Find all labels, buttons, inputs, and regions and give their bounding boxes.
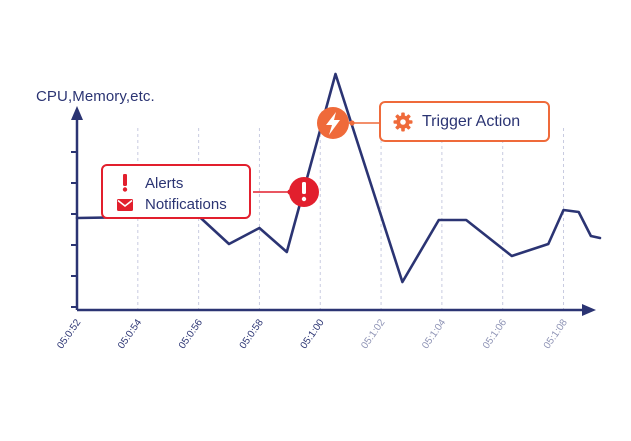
x-tick-label: 05:1:06 bbox=[481, 317, 509, 351]
notifications-label: Notifications bbox=[145, 196, 227, 213]
alerts-callout[interactable]: Alerts Notifications bbox=[101, 164, 251, 219]
grid-lines bbox=[76, 128, 565, 310]
trigger-action-label: Trigger Action bbox=[422, 112, 521, 130]
lightning-icon bbox=[326, 112, 340, 135]
x-tick-label: 05:0:54 bbox=[116, 317, 144, 351]
y-axis-arrow-icon bbox=[71, 106, 83, 120]
gear-icon bbox=[393, 112, 413, 132]
alerts-label: Alerts bbox=[145, 174, 184, 192]
envelope-icon bbox=[115, 198, 135, 211]
x-axis-arrow-icon bbox=[582, 304, 596, 316]
alert-marker[interactable] bbox=[289, 177, 319, 207]
x-tick-label: 05:1:04 bbox=[420, 317, 448, 351]
x-tick-label: 05:1:00 bbox=[299, 317, 327, 351]
y-ticks bbox=[71, 151, 77, 308]
y-axis-label: CPU,Memory,etc. bbox=[36, 88, 155, 105]
trigger-marker[interactable] bbox=[317, 107, 349, 139]
notifications-row: Notifications bbox=[115, 196, 227, 213]
alerts-row: Alerts bbox=[115, 174, 183, 192]
x-tick-label: 05:1:08 bbox=[542, 317, 570, 351]
trigger-action-callout[interactable]: Trigger Action bbox=[379, 101, 550, 142]
x-tick-label: 05:0:56 bbox=[177, 317, 205, 351]
x-tick-label: 05:1:02 bbox=[359, 317, 387, 351]
exclamation-icon bbox=[115, 174, 135, 192]
series-line bbox=[75, 72, 602, 284]
exclamation-icon bbox=[302, 182, 306, 194]
x-tick-label: 05:0:52 bbox=[55, 317, 83, 351]
trigger-connector-dot bbox=[349, 120, 355, 126]
x-tick-label: 05:0:58 bbox=[238, 317, 266, 351]
x-tick-labels: 05:0:52 05:0:54 05:0:56 05:0:58 05:1:00 05:1:… bbox=[55, 317, 570, 351]
